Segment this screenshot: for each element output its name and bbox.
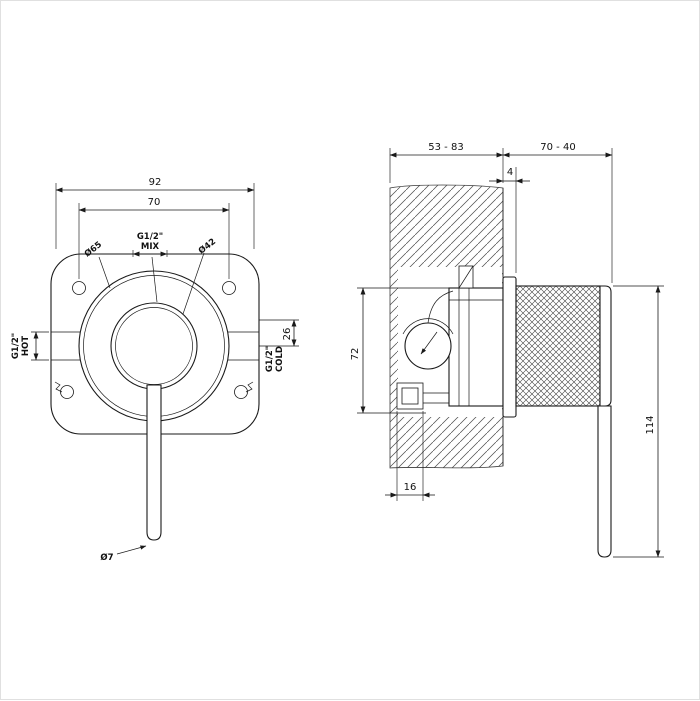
dim-16-label: 16 bbox=[404, 482, 417, 493]
connection-curve bbox=[427, 290, 454, 324]
cold-label: COLD bbox=[275, 346, 285, 372]
dim-70-40-label: 70 - 40 bbox=[540, 142, 575, 153]
escutcheon-plate-side bbox=[502, 276, 517, 418]
dimension-bottom-box: 16 bbox=[385, 411, 435, 501]
mix-label: MIX bbox=[141, 242, 160, 252]
side-view: 53 - 83 70 - 40 4 72 114 bbox=[350, 142, 664, 558]
mix-thread-label: G1/2" bbox=[137, 232, 163, 242]
dimension-offset-26: 26 bbox=[259, 319, 299, 347]
junction-box-inner bbox=[401, 387, 419, 405]
cold-port-lines bbox=[227, 331, 259, 361]
dimension-projection: 70 - 40 bbox=[502, 142, 613, 283]
dim-114-label: 114 bbox=[645, 415, 656, 434]
spring-clip-left bbox=[54, 381, 63, 393]
dim-26-label: 26 bbox=[282, 328, 293, 341]
dim-92-label: 92 bbox=[149, 177, 162, 188]
dim-4-label: 4 bbox=[507, 167, 513, 178]
dim-70-label: 70 bbox=[148, 197, 161, 208]
dimension-body-height: 72 bbox=[350, 287, 451, 414]
dim-53-83-label: 53 - 83 bbox=[428, 142, 463, 153]
hot-label: HOT bbox=[21, 336, 31, 356]
retaining-ring-arc bbox=[402, 318, 454, 335]
lever-rod-side bbox=[597, 405, 612, 558]
handle-base-circle bbox=[110, 302, 198, 390]
cold-thread-label: G1/2" bbox=[265, 346, 275, 372]
knurled-handle bbox=[515, 285, 601, 407]
dia-7-label: Ø7 bbox=[100, 552, 113, 563]
cartridge-body bbox=[448, 287, 504, 407]
screw-hole-top-left bbox=[72, 281, 86, 295]
screw-hole-top-right bbox=[222, 281, 236, 295]
screw-hole-bottom-right bbox=[234, 385, 248, 399]
dimension-lever-height: 114 bbox=[613, 285, 664, 558]
lever-rod-front bbox=[146, 384, 162, 541]
hot-port-label: G1/2" HOT bbox=[11, 331, 49, 361]
dimension-wall-depth: 53 - 83 bbox=[389, 142, 504, 183]
mix-inlet-label: G1/2" MIX bbox=[132, 232, 168, 303]
dia-42-label: Ø42 bbox=[196, 236, 218, 256]
cold-port-label: G1/2" COLD bbox=[265, 346, 285, 372]
dimension-overall-width: 92 bbox=[55, 177, 255, 249]
dia-7-callout: Ø7 bbox=[100, 545, 147, 563]
dimension-plate-thickness: 4 bbox=[489, 167, 530, 273]
spring-clip-right bbox=[245, 381, 254, 393]
dim-72-label: 72 bbox=[350, 348, 361, 361]
concealed-valve-body bbox=[396, 265, 504, 410]
front-view: 92 70 G1/2" MIX Ø65 Ø42 bbox=[11, 177, 299, 563]
dimension-hole-spacing: 70 bbox=[78, 197, 230, 279]
handle-end-cap bbox=[599, 285, 612, 407]
temperature-dial bbox=[404, 322, 452, 370]
hot-port-lines bbox=[51, 331, 81, 361]
dial-pointer bbox=[420, 331, 438, 355]
hot-thread-label: G1/2" bbox=[11, 333, 21, 359]
screw-hole-bottom-left bbox=[60, 385, 74, 399]
